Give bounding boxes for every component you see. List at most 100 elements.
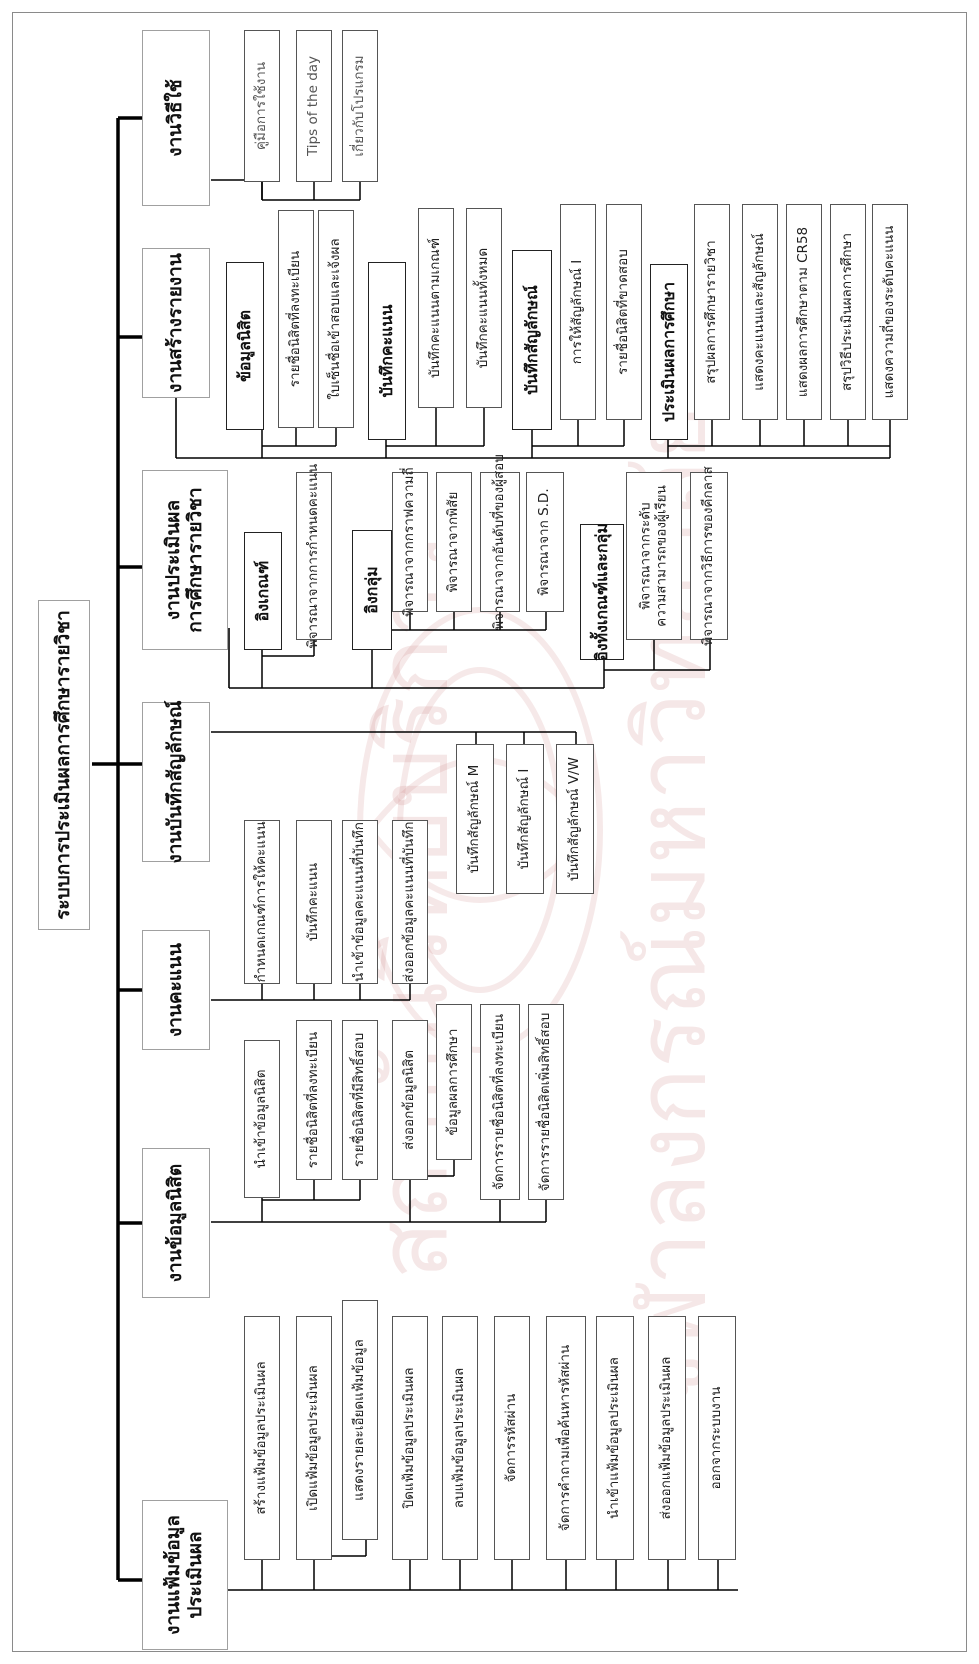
- score-item-label: นำเข้าข้อมูลคะแนนที่บันทึก: [351, 822, 368, 982]
- student-item-label: นำเข้าข้อมูลนิสิต: [253, 1069, 270, 1169]
- report-symbol-head-label: บันทึกสัญลักษณ์: [521, 285, 541, 395]
- student-item: รายชื่อนิสิตที่มีสิทธิ์สอบ: [342, 1020, 378, 1180]
- usage-item-label: คู่มือการใช้งาน: [253, 61, 270, 151]
- eval-both-item-label: พิจารณาจากวิธีการของคีกลาส: [700, 466, 717, 646]
- report-eval-head-label: ประเมินผลการศึกษา: [658, 281, 678, 423]
- category-file-label: งานแฟ้มข้อมูล ประเมินผล: [162, 1515, 206, 1635]
- score-item-label: บันทึกคะแนน: [305, 862, 322, 942]
- eval-both-item: พิจารณาจากวิธีการของคีกลาส: [690, 466, 728, 646]
- student-item-label: จัดการรายชื่อนิสิตที่ลงทะเบียน: [491, 1013, 508, 1191]
- score-item: ส่งออกข้อมูลคะแนนที่บันทึก: [392, 820, 428, 984]
- report-student-item-label: ใบเซ็นชื่อเข้าสอบและเจ้งผล: [327, 238, 344, 400]
- student-item-label: ข้อมูลผลการศึกษา: [445, 1028, 462, 1136]
- report-score-item: บันทึกคะแนนตามเกณฑ์: [418, 208, 454, 408]
- file-item-label: ลบแฟ้มข้อมูลประเมินผล: [451, 1367, 468, 1509]
- category-symbol: งานบันทึกสัญลักษณ์: [142, 700, 210, 864]
- file-item: สร้างแฟ้มข้อมูลประเมินผล: [244, 1316, 280, 1560]
- file-item-label: สร้างแฟ้มข้อมูลประเมินผล: [253, 1361, 270, 1515]
- category-symbol-label: งานบันทึกสัญลักษณ์: [164, 700, 187, 864]
- eval-group-item: พิจารณาจาก S.D.: [526, 472, 564, 612]
- student-item-label: ส่งออกข้อมูลนิสิต: [401, 1050, 418, 1150]
- eval-group-item: พิจารณาจากพิสัย: [436, 472, 472, 612]
- root-label: ระบบการประเมินผลการศึกษารายวิชา: [52, 610, 75, 920]
- file-item: จัดการคำถามเพื่อค้นหารหัสผ่าน: [546, 1316, 586, 1560]
- report-symbol-item-label: รายชื่อนิสิตที่ขาดสอบ: [615, 249, 632, 375]
- eval-group-item-label: พิจารณาจากกราฟความถี่: [401, 467, 418, 617]
- eval-group-head: อิงกลุ่ม: [352, 530, 392, 650]
- category-report: งานสร้างรายงาน: [142, 248, 210, 398]
- student-item: รายชื่อนิสิตที่ลงทะเบียน: [296, 1020, 332, 1180]
- eval-both-head: อิงทั้งเกณฑ์และกลุ่ม: [580, 523, 624, 661]
- report-student-head: ข้อมูลนิสิต: [226, 262, 264, 430]
- report-eval-item-label: สรุปผลการศึกษารายวิชา: [703, 240, 720, 384]
- category-score: งานคะแนน: [142, 930, 210, 1050]
- report-symbol-item: รายชื่อนิสิตที่ขาดสอบ: [606, 204, 642, 420]
- file-item: ออกจากระบบงาน: [698, 1316, 736, 1560]
- report-eval-item-label: แสดงผลการศึกษาตาม CR58: [795, 226, 812, 398]
- report-student-item: ใบเซ็นชื่อเข้าสอบและเจ้งผล: [318, 210, 354, 428]
- report-score-head-label: บันทึกคะแนน: [376, 304, 396, 398]
- eval-group-head-label: อิงกลุ่ม: [361, 566, 381, 614]
- student-item: จัดการรายชื่อนิสิตที่ลงทะเบียน: [480, 1004, 520, 1200]
- symbol-item: บันทึกสัญลักษณ์ V/W: [556, 744, 594, 894]
- category-score-label: งานคะแนน: [164, 942, 187, 1038]
- score-item-label: ส่งออกข้อมูลคะแนนที่บันทึก: [401, 821, 418, 983]
- student-item: ข้อมูลผลการศึกษา: [436, 1004, 472, 1160]
- eval-group-item-label: พิจารณาจาก S.D.: [536, 488, 553, 596]
- symbol-item-label: บันทึกสัญลักษณ์ I: [516, 768, 533, 870]
- score-item: นำเข้าข้อมูลคะแนนที่บันทึก: [342, 820, 378, 984]
- usage-item: คู่มือการใช้งาน: [244, 30, 280, 182]
- file-item-label: เปิดแฟ้มข้อมูลประเมินผล: [305, 1365, 322, 1511]
- usage-item-label: เกี่ยวกับโปรแกรม: [351, 55, 368, 157]
- file-item-label: แสดงรายละเอียดแฟ้มข้อมูล: [351, 1339, 368, 1501]
- root-node: ระบบการประเมินผลการศึกษารายวิชา: [38, 600, 90, 930]
- category-usage: งานวิธีใช้: [142, 30, 210, 206]
- report-eval-item: สรุปวิธีประเมินผลการศึกษา: [830, 204, 866, 420]
- file-item: เปิดแฟ้มข้อมูลประเมินผล: [296, 1316, 332, 1560]
- report-symbol-item-label: การให้สัญลักษณ์ I: [569, 259, 586, 365]
- category-file: งานแฟ้มข้อมูล ประเมินผล: [142, 1500, 228, 1650]
- report-symbol-item: การให้สัญลักษณ์ I: [560, 204, 596, 420]
- student-item-label: จัดการรายชื่อนิสิตเพิ่มสิทธิ์สอบ: [537, 1012, 554, 1192]
- file-item: ปิดแฟ้มข้อมูลประเมินผล: [392, 1316, 428, 1560]
- report-eval-item-label: แสดงคะแนนและสัญลักษณ์: [751, 233, 768, 391]
- file-item: จัดการรหัสผ่าน: [494, 1316, 530, 1560]
- report-student-item: รายชื่อนิสิตที่ลงทะเบียน: [278, 210, 314, 428]
- score-item: บันทึกคะแนน: [296, 820, 332, 984]
- eval-group-item: พิจารณาจากอันดับที่ของผู้สอบ: [480, 454, 520, 630]
- category-student-label: งานข้อมูลนิสิต: [164, 1163, 187, 1283]
- category-report-label: งานสร้างรายงาน: [164, 253, 187, 393]
- symbol-item-label: บันทึกสัญลักษณ์ M: [466, 764, 483, 874]
- report-eval-item-label: สรุปวิธีประเมินผลการศึกษา: [839, 232, 856, 392]
- student-item: ส่งออกข้อมูลนิสิต: [392, 1020, 428, 1180]
- file-item-label: ส่งออกแฟ้มข้อมูลประเมินผล: [658, 1356, 675, 1520]
- report-eval-item: แสดงความถี่ของระดับคะแนน: [872, 204, 908, 420]
- report-eval-item: แสดงคะแนนและสัญลักษณ์: [742, 204, 778, 420]
- report-eval-head: ประเมินผลการศึกษา: [650, 264, 688, 440]
- file-item-label: จัดการรหัสผ่าน: [503, 1393, 520, 1483]
- category-eval: งานประเมินผล การศึกษารายวิชา: [142, 470, 228, 650]
- file-item: ลบแฟ้มข้อมูลประเมินผล: [442, 1316, 478, 1560]
- student-item: จัดการรายชื่อนิสิตเพิ่มสิทธิ์สอบ: [528, 1004, 564, 1200]
- symbol-item: บันทึกสัญลักษณ์ I: [506, 744, 544, 894]
- usage-item: Tips of the day: [296, 30, 332, 182]
- eval-group-item-label: พิจารณาจากพิสัย: [445, 491, 462, 593]
- category-eval-label: งานประเมินผล การศึกษารายวิชา: [162, 487, 206, 633]
- eval-criterion-item: พิจารณาจากการกำหนดคะแนน: [296, 464, 332, 648]
- eval-both-head-label: อิงทั้งเกณฑ์และกลุ่ม: [591, 523, 611, 661]
- eval-both-item-label: พิจารณาจากระดับ ความสามารถของผู้เรียน: [637, 485, 669, 627]
- report-symbol-head: บันทึกสัญลักษณ์: [512, 250, 552, 430]
- report-student-head-label: ข้อมูลนิสิต: [234, 310, 254, 382]
- eval-criterion-item-label: พิจารณาจากการกำหนดคะแนน: [305, 463, 322, 649]
- category-usage-label: งานวิธีใช้: [164, 79, 187, 157]
- report-student-item-label: รายชื่อนิสิตที่ลงทะเบียน: [287, 250, 304, 388]
- file-item-label: ปิดแฟ้มข้อมูลประเมินผล: [401, 1367, 418, 1509]
- category-student: งานข้อมูลนิสิต: [142, 1148, 210, 1298]
- report-eval-item: สรุปผลการศึกษารายวิชา: [694, 204, 730, 420]
- student-item-label: รายชื่อนิสิตที่ลงทะเบียน: [305, 1031, 322, 1169]
- eval-criterion-head-label: อิงเกณฑ์: [252, 560, 272, 622]
- file-item-label: ออกจากระบบงาน: [708, 1386, 725, 1490]
- file-item: นำเข้าแฟ้มข้อมูลประเมินผล: [596, 1316, 634, 1560]
- student-item-label: รายชื่อนิสิตที่มีสิทธิ์สอบ: [351, 1032, 368, 1168]
